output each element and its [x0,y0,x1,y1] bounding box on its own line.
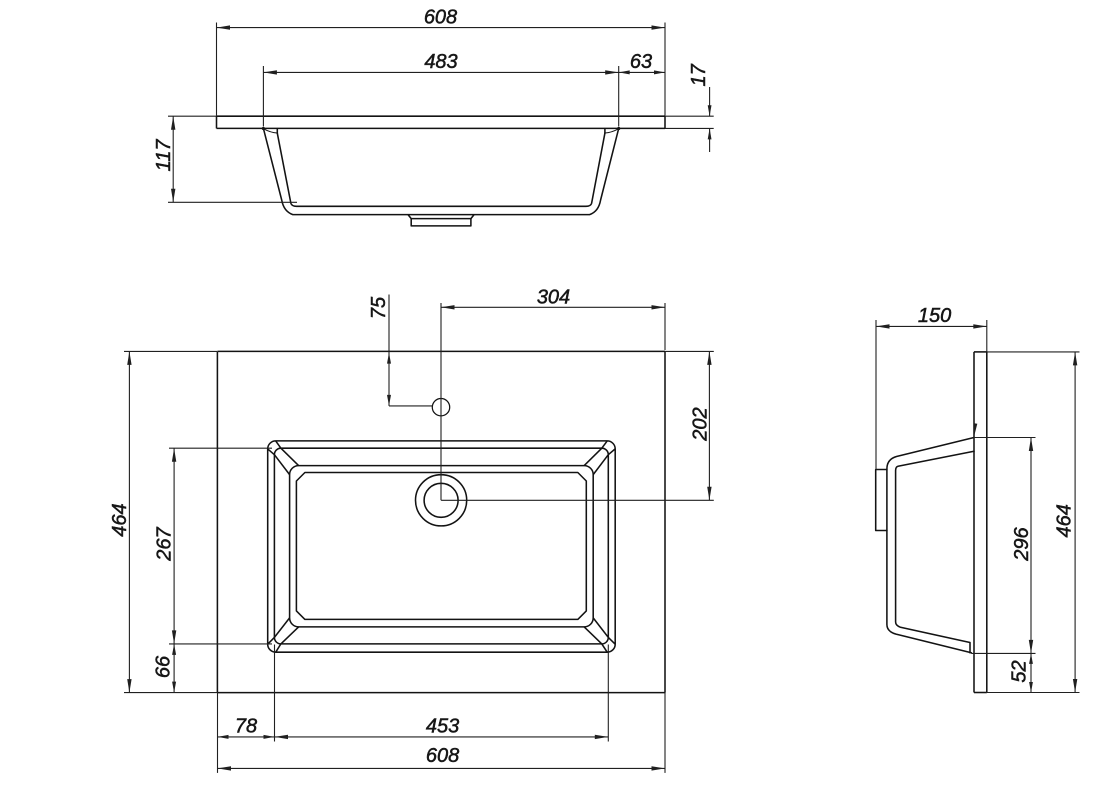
svg-text:17: 17 [688,63,710,86]
svg-text:608: 608 [426,745,459,767]
svg-text:202: 202 [690,407,712,441]
svg-text:453: 453 [426,716,459,738]
svg-text:63: 63 [630,51,652,73]
svg-text:464: 464 [1054,504,1076,537]
svg-text:75: 75 [368,296,390,319]
svg-text:483: 483 [424,51,457,73]
svg-text:608: 608 [424,7,457,29]
svg-text:78: 78 [235,716,257,738]
svg-text:117: 117 [153,139,175,172]
svg-text:267: 267 [153,526,175,561]
svg-text:66: 66 [153,655,175,678]
svg-text:150: 150 [918,305,951,327]
svg-text:296: 296 [1011,526,1033,561]
svg-text:304: 304 [537,286,570,308]
svg-text:52: 52 [1009,660,1031,682]
svg-text:464: 464 [109,503,131,536]
